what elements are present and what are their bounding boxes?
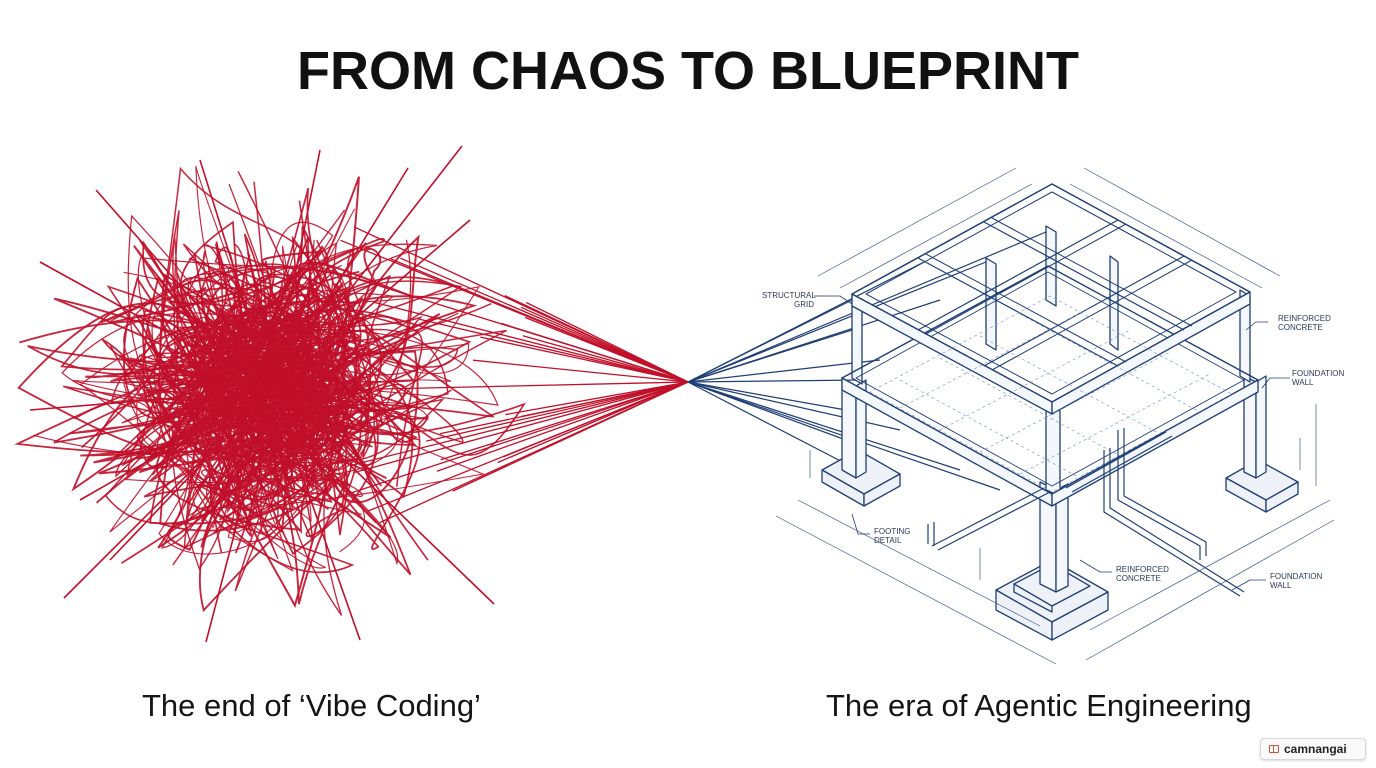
chaos-stroke	[165, 320, 357, 554]
label-foundation-wall-bottom-1: FOUNDATION	[1270, 572, 1323, 581]
chaos-ray	[379, 381, 689, 524]
blueprint-ray	[687, 261, 987, 383]
chaos-ray	[342, 381, 689, 391]
blueprint-labels: STRUCTURAL GRID REINFORCED CONCRETE FOUN…	[762, 291, 1345, 590]
chaos-stroke	[115, 318, 449, 511]
chaos-stroke	[39, 261, 215, 359]
blueprint-ray	[687, 381, 847, 411]
label-footing-detail-2: DETAIL	[874, 536, 902, 545]
label-reinforced-concrete-bottom-2: CONCRETE	[1116, 574, 1161, 583]
chaos-scribble	[14, 145, 527, 643]
top-frame	[851, 183, 1251, 415]
label-foundation-wall-top-2: WALL	[1292, 378, 1314, 387]
chaos-stroke	[72, 271, 486, 518]
label-structural-grid-1: STRUCTURAL	[762, 291, 816, 300]
watermark-badge: camnangai	[1260, 738, 1366, 760]
chaos-stroke	[293, 452, 361, 641]
chaos-stroke	[100, 257, 356, 495]
blueprint-ray	[687, 381, 901, 431]
label-reinforced-concrete-top-2: CONCRETE	[1278, 323, 1323, 332]
chaos-ray	[373, 301, 689, 383]
chaos-ray	[426, 381, 689, 442]
chaos-stroke	[305, 167, 409, 335]
label-reinforced-concrete-top-1: REINFORCED	[1278, 314, 1331, 323]
pipes	[927, 428, 1245, 597]
page-title: FROM CHAOS TO BLUEPRINT	[297, 41, 1079, 101]
chaos-ray	[317, 265, 689, 383]
chaos-ray	[351, 381, 689, 466]
chaos-ray	[497, 381, 689, 464]
chaos-stroke	[209, 236, 416, 576]
watermark-label: camnangai	[1284, 742, 1347, 756]
chaos-stroke	[63, 441, 221, 599]
book-icon	[1269, 745, 1279, 753]
chaos-ray	[353, 381, 689, 474]
chaos-stroke	[79, 416, 225, 501]
chaos-stroke	[205, 452, 257, 643]
chaos-ray	[504, 295, 689, 383]
chaos-stroke	[159, 181, 507, 496]
chaos-stroke	[109, 431, 233, 561]
chaos-ray	[472, 359, 689, 383]
chaos-stroke	[320, 219, 471, 349]
blueprint-structure	[775, 167, 1335, 665]
chaos-stroke	[326, 442, 495, 605]
chaos-stroke	[29, 394, 212, 411]
label-structural-grid-2: GRID	[794, 300, 814, 309]
chaos-ray	[400, 257, 689, 383]
floor-slab	[869, 295, 1233, 493]
chaos-ray	[436, 381, 689, 472]
label-footing-detail-1: FOOTING	[874, 527, 910, 536]
chaos-stroke	[318, 145, 463, 330]
chaos-ray	[524, 316, 689, 383]
blueprint-ray	[687, 299, 941, 383]
chaos-stroke	[152, 239, 399, 569]
chaos-stroke	[123, 276, 417, 451]
dimension-lines	[775, 167, 1335, 665]
blueprint-ray	[687, 261, 925, 383]
left-caption: The end of ‘Vibe Coding’	[142, 688, 481, 723]
chaos-ray	[522, 335, 689, 383]
chaos-funnel-rays	[317, 226, 689, 524]
chaos-ray	[419, 318, 689, 383]
chaos-ray	[480, 336, 689, 383]
label-foundation-wall-bottom-2: WALL	[1270, 581, 1292, 590]
chaos-stroke	[95, 189, 229, 341]
blueprint-ray	[687, 359, 881, 383]
chaos-ray	[505, 381, 689, 416]
chaos-stroke	[74, 322, 394, 533]
blueprint-ray	[687, 381, 859, 471]
chaos-stroke	[283, 149, 321, 331]
leader-lines	[814, 295, 1290, 591]
blueprint-ray	[687, 379, 863, 383]
label-foundation-wall-top-1: FOUNDATION	[1292, 369, 1345, 378]
chaos-stroke	[199, 159, 255, 333]
right-caption: The era of Agentic Engineering	[826, 688, 1252, 723]
chaos-stroke	[136, 244, 429, 553]
chaos-ray	[335, 381, 689, 499]
chaos-stroke	[138, 243, 370, 467]
blueprint-ray	[687, 381, 961, 471]
chaos-stroke	[121, 257, 335, 470]
label-reinforced-concrete-bottom-1: REINFORCED	[1116, 565, 1169, 574]
chaos-ray	[439, 381, 689, 435]
